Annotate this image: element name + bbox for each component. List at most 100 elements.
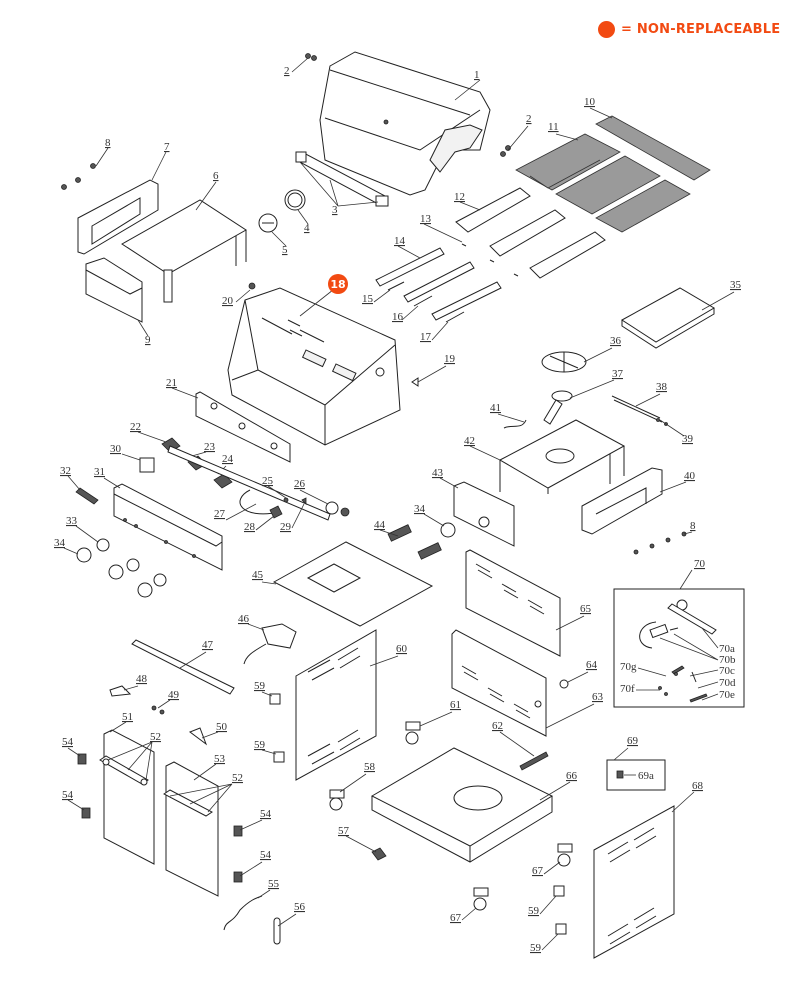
part-57-clip[interactable] (371, 847, 387, 861)
part-53-right-door[interactable] (163, 761, 219, 897)
part-68-cabinet-side-panel[interactable] (593, 805, 675, 959)
label-47: 47 (202, 639, 214, 651)
part-70-regulator-kit[interactable] (613, 588, 745, 708)
label-65: 65 (580, 603, 592, 615)
part-7-shelf-panel[interactable] (77, 179, 159, 255)
label-63: 63 (592, 691, 604, 703)
part-29-igniter[interactable] (301, 497, 307, 505)
part-46-grease-cup[interactable] (243, 623, 297, 665)
part-6-side-shelf[interactable] (121, 199, 247, 303)
part-2-screws-right[interactable] (500, 145, 511, 157)
part-54-hinge-4[interactable] (233, 871, 243, 883)
part-50-bracket[interactable] (188, 727, 208, 746)
part-42-side-burner-frame[interactable] (498, 419, 626, 494)
part-63-back-panel[interactable] (451, 629, 547, 737)
part-66-base[interactable] (370, 747, 554, 863)
part-69-kit-box[interactable] (606, 759, 666, 791)
part-62-bolt[interactable] (519, 751, 549, 771)
part-65-back-panel[interactable] (465, 549, 561, 657)
part-47-cross-beam[interactable] (131, 639, 235, 695)
part-28-valve[interactable] (269, 505, 283, 519)
label-6: 6 (213, 170, 219, 182)
part-10-warming-rack[interactable] (595, 115, 711, 181)
part-44-grills[interactable] (387, 524, 442, 560)
part-61-caster[interactable] (405, 721, 421, 745)
part-52-door-handles[interactable] (102, 758, 148, 786)
part-59-clip-1[interactable] (269, 693, 281, 705)
part-45-bottom-panel[interactable] (272, 541, 434, 627)
part-55-wire[interactable] (223, 895, 263, 931)
part-8-screws-lower[interactable] (633, 531, 687, 555)
label-23: 23 (204, 441, 216, 453)
label-50: 50 (216, 721, 228, 733)
part-12-heat-shields[interactable] (455, 187, 606, 279)
part-67-caster-2[interactable] (473, 887, 489, 911)
part-54-hinge-2[interactable] (81, 807, 91, 819)
label-17: 17 (420, 331, 432, 343)
part-8-screws-upper[interactable] (61, 163, 96, 190)
part-54-hinge-1[interactable] (77, 753, 87, 765)
part-64-grommet[interactable] (559, 679, 569, 689)
label-53: 53 (214, 753, 226, 765)
part-21-front-panel[interactable] (195, 391, 291, 463)
part-16-burner[interactable] (403, 261, 475, 307)
part-2-screws-left[interactable] (305, 53, 317, 61)
label-7: 7 (164, 141, 170, 153)
part-15-electrode[interactable] (387, 281, 405, 291)
part-67-caster-1[interactable] (557, 843, 573, 867)
part-17-burner[interactable] (431, 281, 502, 323)
part-25-fitting[interactable] (283, 497, 289, 503)
label-39: 39 (682, 433, 694, 445)
label-43: 43 (432, 467, 444, 479)
label-11: 11 (548, 121, 559, 133)
part-manifold-pipe[interactable] (167, 445, 331, 521)
part-48-bracket[interactable] (109, 685, 132, 697)
label-70e: 70e (719, 689, 735, 701)
label-51: 51 (122, 711, 133, 723)
part-41-igniter-wire[interactable] (503, 419, 527, 429)
label-37: 37 (612, 368, 624, 380)
non-replaceable-marker-icon (598, 21, 615, 38)
part-43-control-box[interactable] (453, 481, 515, 547)
part-37-side-burner[interactable] (543, 390, 573, 425)
part-59-clip-4[interactable] (555, 923, 567, 935)
part-49-screws[interactable] (151, 705, 165, 715)
label-54c: 54 (260, 808, 272, 820)
part-9-end-cap[interactable] (85, 257, 143, 323)
part-34-side-burner-knob[interactable] (440, 522, 456, 538)
part-36-side-burner-grate[interactable] (541, 351, 587, 373)
part-60-cabinet-side-panel[interactable] (295, 629, 377, 781)
part-13-clips[interactable] (461, 243, 519, 277)
part-40-side-panel[interactable] (581, 467, 663, 535)
part-31-control-panel[interactable] (113, 483, 223, 571)
part-38-bracket[interactable] (611, 395, 663, 423)
part-59-clip-3[interactable] (553, 885, 565, 897)
part-30-ignition-module[interactable] (139, 457, 155, 473)
part-32-bezel-strip[interactable] (75, 487, 99, 505)
part-11-cooking-grates[interactable] (515, 133, 691, 233)
label-70a: 70a (719, 643, 735, 655)
part-5-thermometer[interactable] (258, 213, 278, 233)
part-4-thermometer-bezel[interactable] (284, 189, 306, 211)
label-10: 10 (584, 96, 596, 108)
label-70c: 70c (719, 665, 735, 677)
part-35-side-burner-lid[interactable] (621, 287, 715, 349)
part-33-knob-bezels[interactable] (96, 538, 167, 587)
part-26-regulator[interactable] (325, 501, 350, 517)
part-59-clip-2[interactable] (273, 751, 285, 763)
part-27-crossover-tube[interactable] (239, 489, 281, 515)
part-3-handle[interactable] (295, 151, 389, 207)
label-38: 38 (656, 381, 668, 393)
part-34-control-knobs[interactable] (76, 547, 153, 598)
label-34a: 34 (54, 537, 66, 549)
part-20-fitting[interactable] (248, 282, 256, 290)
label-24: 24 (222, 453, 234, 465)
part-14-burner[interactable] (375, 247, 445, 287)
label-54b: 54 (62, 789, 74, 801)
part-51-left-door[interactable] (99, 729, 155, 865)
part-1-lid[interactable] (319, 51, 491, 196)
part-58-caster[interactable] (329, 789, 345, 811)
part-56-tool-hook[interactable] (273, 917, 281, 945)
part-54-hinge-3[interactable] (233, 825, 243, 837)
part-19-clip[interactable] (411, 377, 419, 387)
